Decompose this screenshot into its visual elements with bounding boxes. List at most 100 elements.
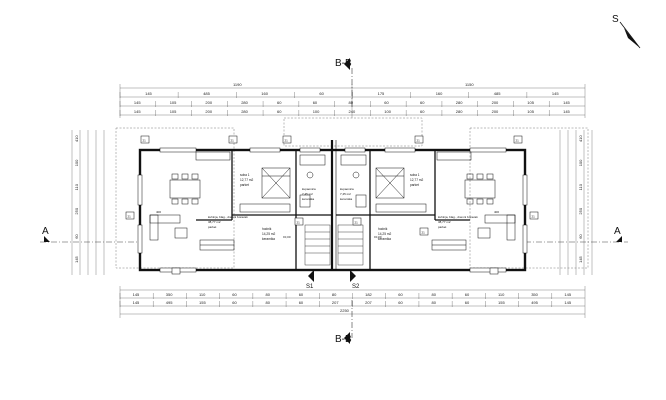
room-label-right-hall: hodnik 14,25 m2 keramika bbox=[378, 227, 392, 241]
exterior-walls bbox=[138, 140, 527, 272]
dim-value: 60 bbox=[313, 100, 318, 105]
section-mark-left: A bbox=[40, 226, 140, 243]
dim-value: 60 bbox=[232, 300, 237, 305]
dining-set-right bbox=[464, 173, 496, 205]
dim-value: 485 bbox=[203, 91, 210, 96]
dim-top-total-left: 1190 bbox=[233, 82, 242, 87]
dim-value: 250 bbox=[578, 207, 583, 214]
dim-value: 182 bbox=[365, 292, 372, 297]
kitchen-right bbox=[431, 151, 472, 251]
svg-text:keramika: keramika bbox=[262, 237, 275, 241]
dim-value: 145 bbox=[563, 100, 570, 105]
entrance-marker-right: S2 bbox=[350, 270, 360, 290]
dim-value: 250 bbox=[74, 207, 79, 214]
room-tag-label: 21 bbox=[516, 138, 520, 142]
dim-value: 60 bbox=[420, 100, 425, 105]
dim-value: 145 bbox=[552, 91, 559, 96]
furniture-dim-right: 400 bbox=[494, 210, 499, 214]
column-markers bbox=[171, 267, 499, 275]
dim-value: 60 bbox=[277, 109, 282, 114]
entrance-marker-left: S1 bbox=[306, 270, 314, 290]
level-left: ±0,00 bbox=[283, 235, 291, 239]
svg-text:kupaonica: kupaonica bbox=[340, 187, 354, 191]
room-tag-box bbox=[529, 211, 539, 220]
room-tag-label: 21 bbox=[143, 138, 147, 142]
room-tag-label: 21 bbox=[297, 220, 301, 224]
svg-text:soba 1: soba 1 bbox=[410, 173, 420, 177]
svg-text:hodnik: hodnik bbox=[262, 227, 272, 231]
svg-text:12,77 m2: 12,77 m2 bbox=[410, 178, 424, 182]
dim-value: 410 bbox=[578, 135, 583, 142]
room-label-right-bedroom: soba 1 12,77 m2 parket bbox=[410, 173, 424, 187]
unit-label-left: S1 bbox=[306, 284, 314, 290]
dim-value: 160 bbox=[261, 91, 268, 96]
room-label-right-living: kuhinja, blag., dnevni boravak 38,77 m2 … bbox=[438, 215, 478, 229]
dim-value: 145 bbox=[133, 300, 140, 305]
svg-text:keramika: keramika bbox=[340, 197, 353, 201]
dim-value: 60 bbox=[398, 300, 403, 305]
dim-value: 80 bbox=[432, 300, 437, 305]
room-label-right-bath: kupaonica 7,45 m2 keramika bbox=[340, 187, 354, 201]
dim-value: 200 bbox=[492, 100, 499, 105]
dim-value: 80 bbox=[332, 292, 337, 297]
dim-value: 105 bbox=[170, 109, 177, 114]
dim-value: 110 bbox=[578, 183, 583, 190]
dim-value: 280 bbox=[241, 109, 248, 114]
north-arrow-icon: S bbox=[612, 14, 641, 49]
room-tag-label: 21 bbox=[532, 214, 536, 218]
dim-value: 105 bbox=[527, 109, 534, 114]
room-tag-box bbox=[125, 211, 135, 220]
room-label-left-bedroom: soba 1 12,77 m2 parket bbox=[240, 173, 254, 187]
svg-text:keramika: keramika bbox=[302, 197, 315, 201]
dim-value: 60 bbox=[299, 300, 304, 305]
dim-value: 60 bbox=[277, 100, 282, 105]
kitchen-left bbox=[195, 151, 235, 251]
room-label-left-bath: kupaonica 7,45 m2 keramika bbox=[302, 187, 316, 201]
dim-value: 160 bbox=[436, 91, 443, 96]
wardrobe-right bbox=[375, 203, 427, 213]
section-mark-bottom: B-B bbox=[335, 300, 353, 345]
bathroom-left bbox=[299, 154, 326, 208]
svg-text:7,45 m2: 7,45 m2 bbox=[302, 192, 313, 196]
room-tag-box bbox=[352, 217, 362, 226]
room-label-left-hall: hodnik 14,25 m2 keramika bbox=[262, 227, 276, 241]
svg-text:7,45 m2: 7,45 m2 bbox=[340, 192, 351, 196]
bed-right bbox=[375, 167, 405, 199]
dim-value: 200 bbox=[205, 100, 212, 105]
dim-value: 350 bbox=[531, 292, 538, 297]
dim-value: 207 bbox=[365, 300, 372, 305]
room-tag-label: 21 bbox=[285, 138, 289, 142]
dim-value: 145 bbox=[133, 292, 140, 297]
svg-text:12,77 m2: 12,77 m2 bbox=[240, 178, 254, 182]
section-label-left: A bbox=[42, 226, 49, 237]
level-right: ±0,00 bbox=[374, 235, 382, 239]
dim-value: 80 bbox=[432, 292, 437, 297]
dim-value: 110 bbox=[498, 292, 505, 297]
sofa-left bbox=[149, 214, 188, 241]
dim-value: 110 bbox=[74, 183, 79, 190]
dim-value: 175 bbox=[378, 91, 385, 96]
dim-value: 207 bbox=[332, 300, 339, 305]
dim-value: 240 bbox=[349, 109, 356, 114]
dim-value: 105 bbox=[170, 100, 177, 105]
wardrobe-left bbox=[239, 203, 291, 213]
bed-left bbox=[261, 167, 291, 199]
room-tag-label: 21 bbox=[231, 138, 235, 142]
svg-text:parket: parket bbox=[438, 225, 447, 229]
dim-value: 145 bbox=[563, 109, 570, 114]
dim-value: 485 bbox=[494, 91, 501, 96]
svg-text:38,77 m2: 38,77 m2 bbox=[438, 220, 451, 224]
svg-text:hodnik: hodnik bbox=[378, 227, 388, 231]
dim-top-total-right: 1150 bbox=[465, 82, 474, 87]
section-label-top: B-B bbox=[335, 58, 352, 69]
svg-text:14,25 m2: 14,25 m2 bbox=[262, 232, 276, 236]
interior-walls bbox=[196, 150, 470, 270]
dim-value: 145 bbox=[134, 109, 141, 114]
unit-label-right: S2 bbox=[352, 284, 360, 290]
